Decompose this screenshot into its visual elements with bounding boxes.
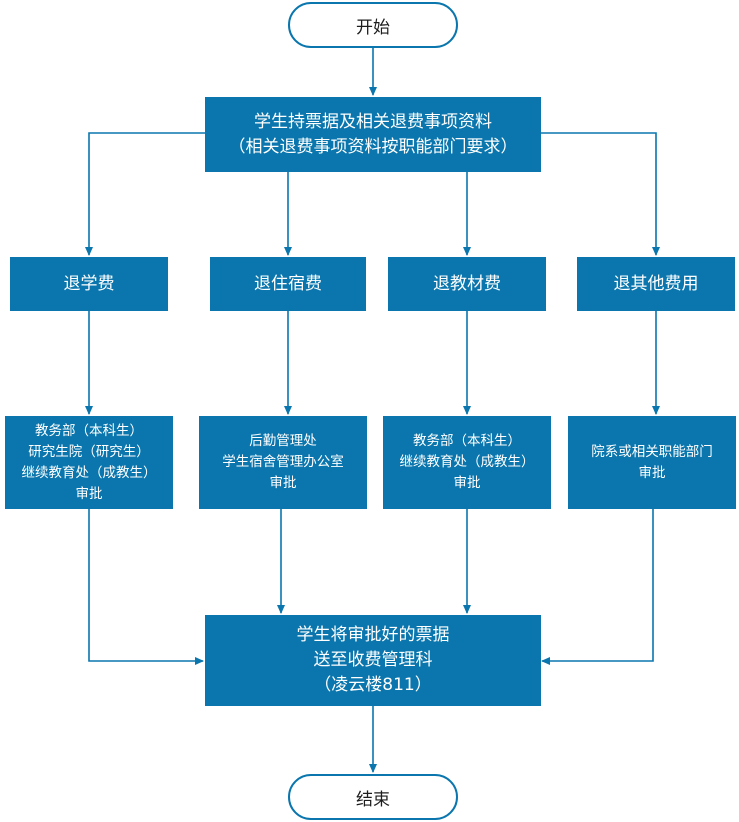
category-tuition-box: 退学费 xyxy=(10,257,168,311)
approver-line: 教务部（本科生） xyxy=(413,433,521,449)
category-label: 退住宿费 xyxy=(254,274,322,294)
approver-dorm-box: 后勤管理处 学生宿舍管理办公室 审批 xyxy=(199,416,367,509)
category-dorm-box: 退住宿费 xyxy=(210,257,366,311)
approver-line: 审批 xyxy=(638,465,666,481)
start-label: 开始 xyxy=(356,17,390,38)
approver-line: 教务部（本科生） xyxy=(35,422,143,439)
approver-other-box: 院系或相关职能部门 审批 xyxy=(568,416,736,509)
submit-documents-box: 学生持票据及相关退费事项资料 （相关退费事项资料按职能部门要求） xyxy=(205,97,541,172)
approver-line: 学生宿舍管理办公室 xyxy=(222,454,344,470)
approver-line: 研究生院（研究生） xyxy=(28,443,150,460)
approver-line: 审批 xyxy=(453,475,481,491)
arrow-top-to-other xyxy=(541,132,660,256)
category-label: 退教材费 xyxy=(433,274,501,294)
category-books-box: 退教材费 xyxy=(388,257,546,311)
deliver-receipts-box: 学生将审批好的票据 送至收费管理科 （凌云楼811） xyxy=(205,615,541,706)
approver-books-box: 教务部（本科生） 继续教育处（成教生） 审批 xyxy=(383,416,551,509)
deliver-receipts-line3: （凌云楼811） xyxy=(314,675,432,695)
deliver-receipts-line2: 送至收费管理科 xyxy=(313,650,433,670)
category-label: 退学费 xyxy=(63,274,115,294)
arrow-approver4-to-final xyxy=(541,509,654,665)
submit-documents-line2: （相关退费事项资料按职能部门要求） xyxy=(228,136,518,157)
arrow-top-to-tuition xyxy=(85,132,205,256)
deliver-receipts-line1: 学生将审批好的票据 xyxy=(296,625,450,645)
approver-line: 继续教育处（成教生） xyxy=(399,454,535,470)
end-label: 结束 xyxy=(356,789,390,810)
category-label: 退其他费用 xyxy=(613,274,699,294)
end-terminal: 结束 xyxy=(288,774,458,820)
approver-line: 后勤管理处 xyxy=(249,433,317,449)
approver-line: 审批 xyxy=(75,485,103,502)
category-other-box: 退其他费用 xyxy=(577,257,735,311)
approver-line: 院系或相关职能部门 xyxy=(591,444,713,460)
approver-line: 审批 xyxy=(269,475,297,491)
approver-line: 继续教育处（成教生） xyxy=(21,464,157,481)
approver-tuition-box: 教务部（本科生） 研究生院（研究生） 继续教育处（成教生） 审批 xyxy=(5,416,173,509)
arrow-approver1-to-final xyxy=(88,509,204,665)
submit-documents-line1: 学生持票据及相关退费事项资料 xyxy=(254,111,492,132)
start-terminal: 开始 xyxy=(288,2,458,48)
